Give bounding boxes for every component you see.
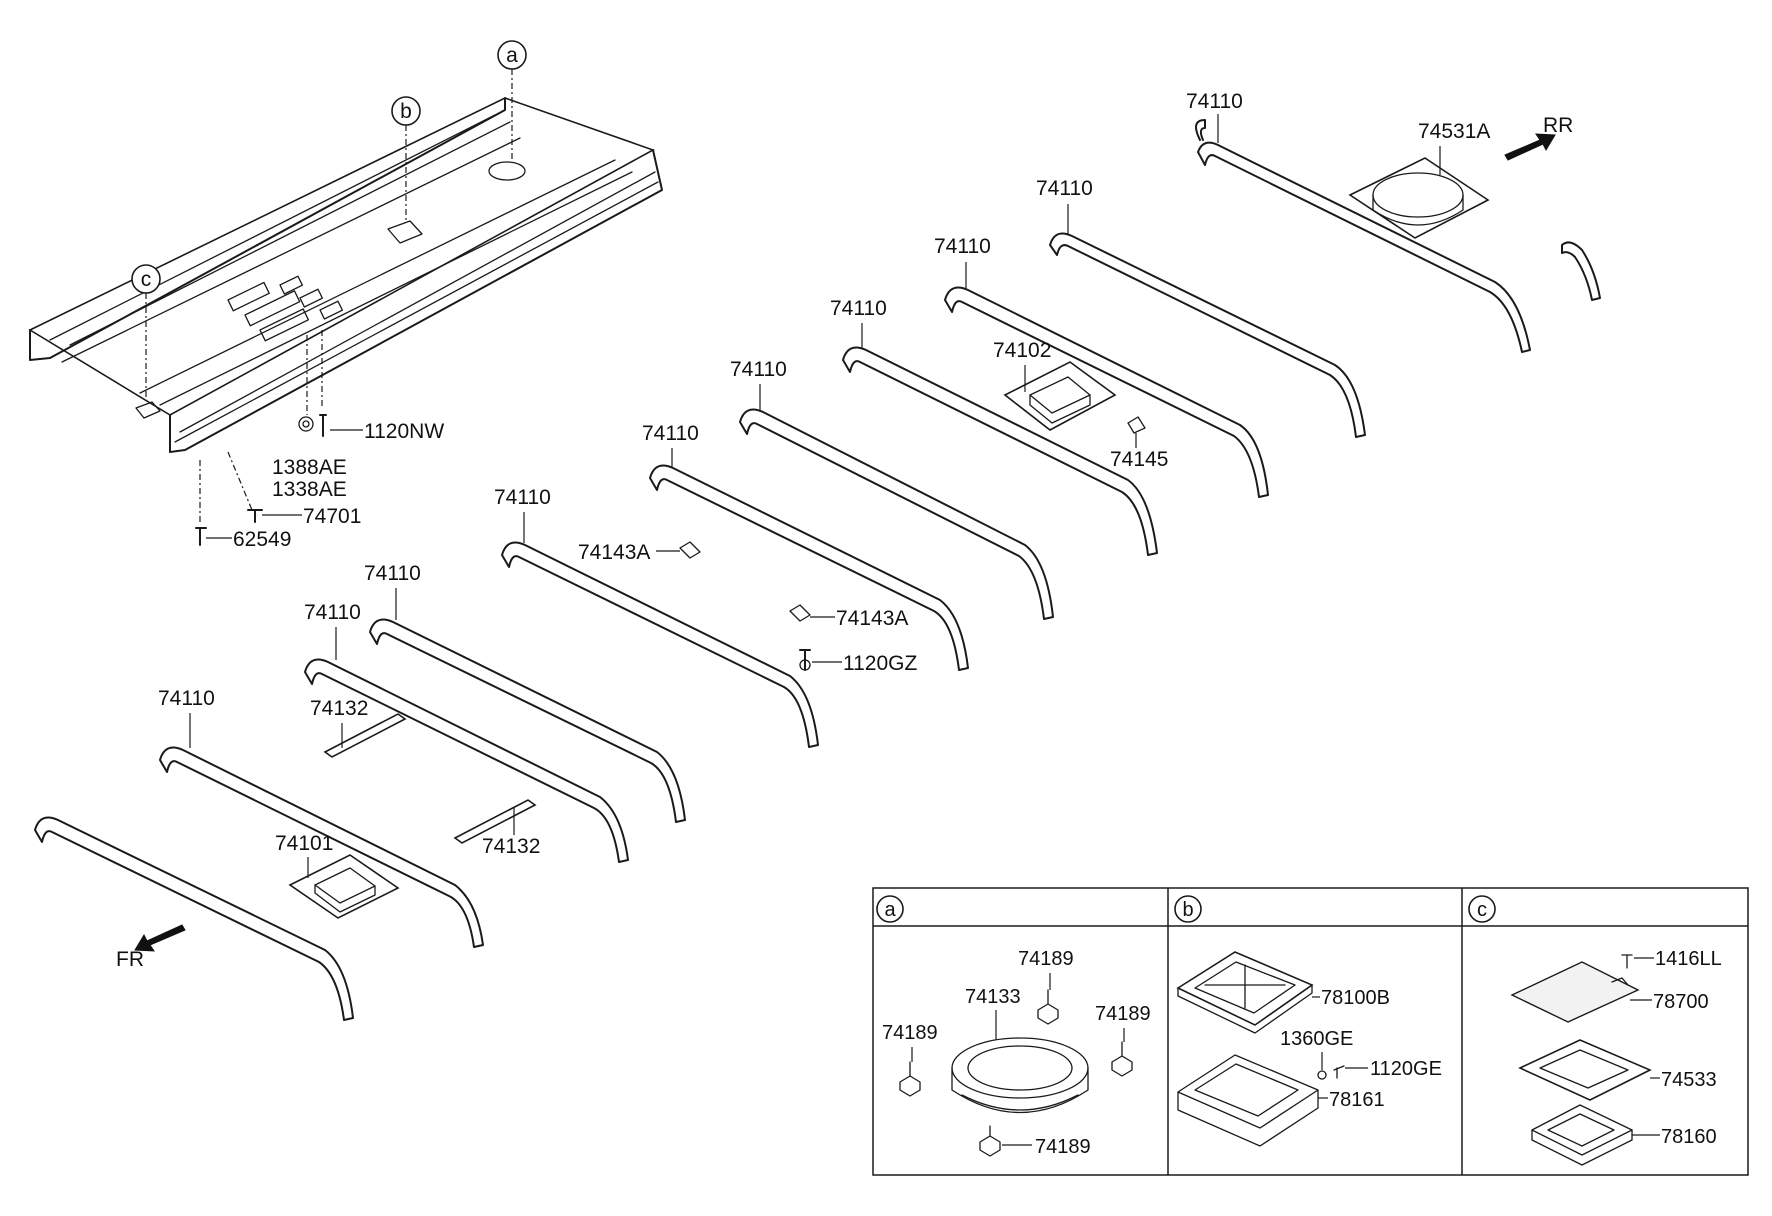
label-74143a-2: 74143A xyxy=(836,607,908,630)
label-78161: 78161 xyxy=(1329,1089,1385,1111)
nut-1360ge xyxy=(1317,1070,1327,1080)
clip-74189-top xyxy=(1037,989,1059,1025)
bolt-1120ge xyxy=(1333,1065,1345,1079)
roof-bow-4: 74110 xyxy=(830,297,1158,556)
label-74101: 74101 xyxy=(275,832,333,855)
detail-c-header: c xyxy=(1477,899,1487,921)
label-74110-5: 74110 xyxy=(730,358,787,381)
callout-a: a xyxy=(497,40,527,162)
label-74533: 74533 xyxy=(1661,1069,1717,1091)
detail-a-header: a xyxy=(884,899,896,921)
label-74189-left: 74189 xyxy=(882,1022,938,1044)
callout-c-letter: c xyxy=(141,268,152,291)
plate-78700 xyxy=(1510,961,1640,1023)
roof-bow-5: 74110 xyxy=(730,358,1054,620)
label-74110-2: 74110 xyxy=(1036,177,1093,200)
clip-74189-bottom xyxy=(979,1125,1001,1157)
label-74110-4: 74110 xyxy=(830,297,887,320)
label-74701: 74701 xyxy=(303,505,361,528)
rail-74132-lower: 74132 xyxy=(453,799,540,858)
gasket-74533 xyxy=(1518,1039,1652,1101)
roof-bow-9: 74110 xyxy=(304,601,629,863)
label-74110-9: 74110 xyxy=(304,601,361,624)
label-74132-2: 74132 xyxy=(482,835,540,858)
label-74189-right: 74189 xyxy=(1095,1003,1151,1025)
label-1360ge: 1360GE xyxy=(1280,1028,1353,1050)
label-74145: 74145 xyxy=(1110,448,1168,471)
callout-b-letter: b xyxy=(400,100,412,123)
clip-74189-left xyxy=(899,1061,921,1097)
label-62549: 62549 xyxy=(233,528,291,551)
clip-74189-right xyxy=(1111,1041,1133,1077)
label-74110-3: 74110 xyxy=(934,235,991,258)
roof-bow-6: 74110 xyxy=(642,422,969,671)
bracket-74143a-lower: 74143A 1120GZ xyxy=(789,604,917,675)
bracket-74143a-upper: 74143A xyxy=(578,541,701,564)
reinforcement-74531a: 74531A xyxy=(1348,120,1490,239)
rail-74132-upper: 74132 xyxy=(310,697,407,758)
label-74110-7: 74110 xyxy=(494,486,551,509)
label-74189-bottom: 74189 xyxy=(1035,1136,1091,1158)
reinforcement-74102: 74102 xyxy=(993,339,1117,431)
roof-bow-7: 74110 xyxy=(494,486,819,748)
detail-panel-a: a 74133 74189 74189 74189 xyxy=(876,895,1151,1158)
roof-bow-8: 74110 xyxy=(364,562,686,823)
callout-a-letter: a xyxy=(506,44,518,67)
detail-b-header: b xyxy=(1182,899,1193,921)
roof-bow-front xyxy=(34,816,354,1021)
label-74143a-1: 74143A xyxy=(578,541,650,564)
bracket-78160 xyxy=(1531,1104,1633,1166)
rear-end-piece-right xyxy=(1561,241,1601,301)
label-1120gz: 1120GZ xyxy=(843,652,917,675)
reinforcement-74101: 74101 xyxy=(275,832,400,919)
label-74102: 74102 xyxy=(993,339,1051,362)
label-74110-6: 74110 xyxy=(642,422,699,445)
detail-table xyxy=(872,887,1749,1176)
direction-rr-label: RR xyxy=(1543,114,1573,137)
roof-bow-10: 74110 xyxy=(158,687,484,948)
bracket-74145: 74145 xyxy=(1110,416,1168,471)
label-78160: 78160 xyxy=(1661,1126,1717,1148)
label-74110-10: 74110 xyxy=(158,687,215,710)
detail-panel-b: b 78100B 78161 1360GE 1120GE xyxy=(1174,895,1442,1147)
label-1120nw: 1120NW xyxy=(364,420,444,443)
roof-bow-1: 74110 xyxy=(1186,90,1531,353)
label-1388ae: 1388AE xyxy=(272,456,347,479)
label-74531a: 74531A xyxy=(1418,120,1490,143)
label-74133: 74133 xyxy=(965,986,1021,1008)
detail-panel-c: c 1416LL 78700 74533 78160 xyxy=(1468,895,1722,1166)
label-1120ge: 1120GE xyxy=(1370,1058,1442,1080)
label-74189-top: 74189 xyxy=(1018,948,1074,970)
label-74132-1: 74132 xyxy=(310,697,368,720)
roof-bow-2: 74110 xyxy=(1036,177,1366,438)
ring-74133 xyxy=(951,1037,1089,1114)
panel-fasteners: 1120NW 1388AE 1338AE 74701 62549 xyxy=(195,330,444,551)
direction-fr-label: FR xyxy=(116,948,144,971)
direction-fr: FR xyxy=(116,924,186,971)
callout-b: b xyxy=(391,96,421,222)
callout-c: c xyxy=(131,264,161,400)
screw-1416ll xyxy=(1621,954,1633,969)
label-74110-8: 74110 xyxy=(364,562,421,585)
roof-bow-3: 74110 xyxy=(934,235,1269,498)
label-78700: 78700 xyxy=(1653,991,1709,1013)
label-1416ll: 1416LL xyxy=(1655,948,1722,970)
direction-rr: RR xyxy=(1504,114,1573,161)
label-78100b: 78100B xyxy=(1321,987,1390,1009)
roof-panel xyxy=(28,97,663,453)
label-1338ae: 1338AE xyxy=(272,478,347,501)
bracket-78161 xyxy=(1177,1054,1319,1147)
frame-78100b xyxy=(1176,951,1314,1034)
label-74110-1: 74110 xyxy=(1186,90,1243,113)
